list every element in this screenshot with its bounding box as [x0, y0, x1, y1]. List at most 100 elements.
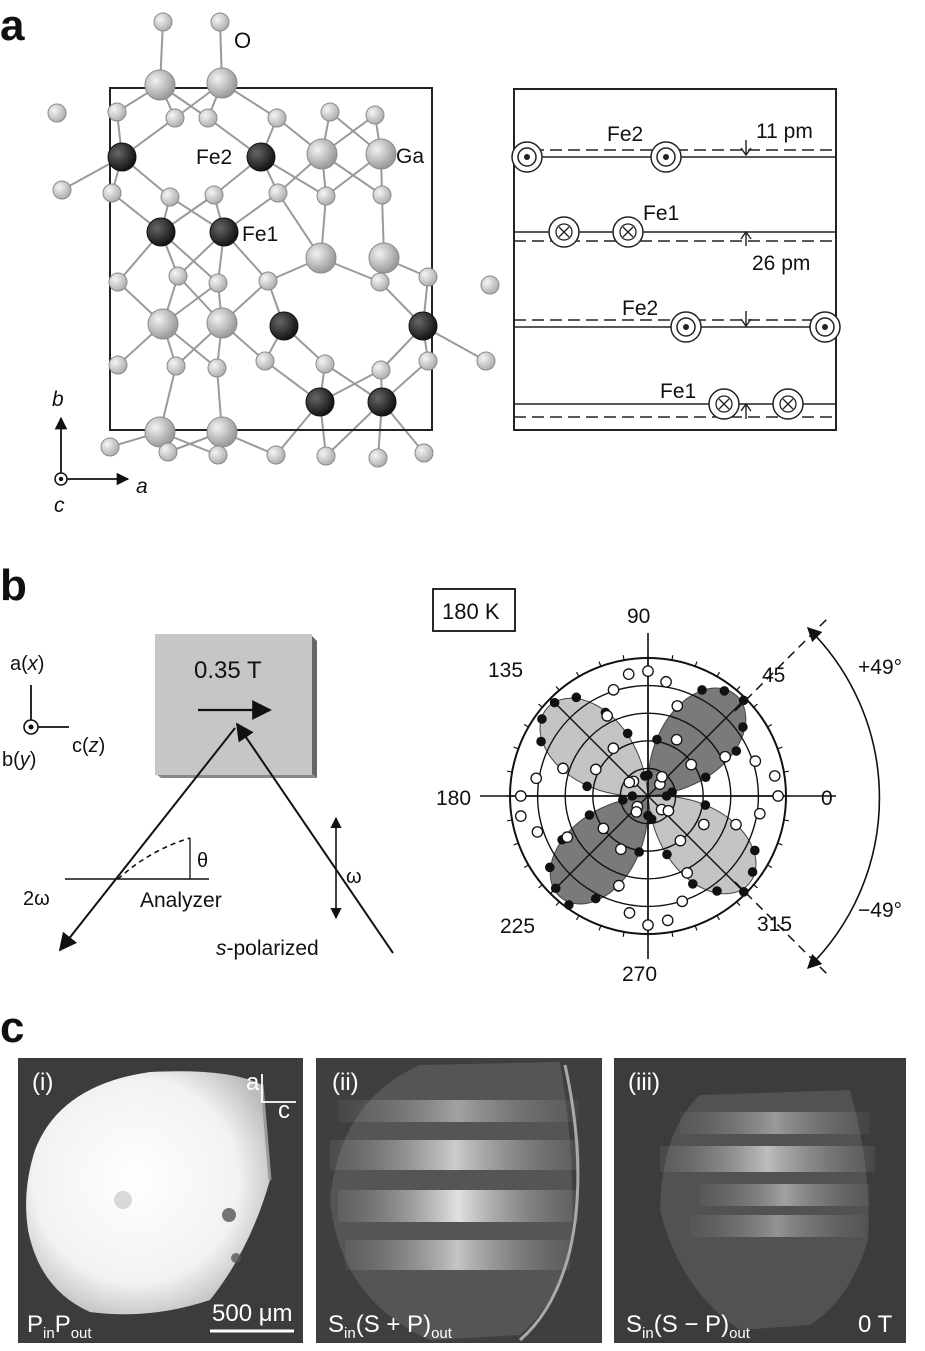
polar-tick: [736, 901, 741, 906]
ga-atom: [206, 67, 238, 99]
open-data-point: [531, 826, 544, 838]
scale-bar-label: 500 μm: [212, 1300, 293, 1327]
open-data-point: [597, 822, 610, 835]
polar-tick: [716, 915, 721, 921]
filled-data-point: [662, 849, 672, 860]
polar-tick: [575, 915, 580, 921]
open-data-point: [613, 879, 625, 892]
atoms: [47, 12, 500, 468]
image-3-overlay: (iii) Sin(S − P)out 0 T: [626, 1069, 893, 1342]
dot-marker: [650, 141, 682, 173]
ga-atom: [144, 69, 176, 101]
image-1-axis-c: c: [278, 1097, 290, 1124]
open-data-point: [681, 867, 694, 879]
open-data-point: [661, 914, 674, 927]
image-1-footer-p2: P: [55, 1311, 71, 1338]
open-data-points: [514, 665, 784, 931]
polar-tick: [753, 703, 758, 708]
polar-lobes: [539, 687, 757, 905]
open-data-point: [642, 665, 654, 677]
open-data-point: [719, 750, 731, 763]
angle-plus-label: +49°: [858, 656, 902, 679]
polar-plot: [480, 633, 836, 959]
displacement-diagram: Fe2 11 pm Fe1 26 pm Fe2 Fe1: [511, 88, 841, 431]
open-data-point: [671, 700, 684, 712]
image-2-roman: (ii): [332, 1069, 359, 1096]
polar-tick-270: 270: [622, 963, 657, 986]
filled-data-point: [564, 900, 574, 910]
polar-tick: [694, 661, 698, 667]
o-atom: [268, 183, 288, 203]
image-2-footer-mid: (S + P): [356, 1311, 431, 1338]
o-atom: [166, 356, 186, 376]
o-atom: [414, 443, 434, 463]
open-data-point: [622, 668, 635, 680]
open-data-point: [514, 790, 527, 802]
open-data-point: [730, 818, 742, 831]
image-1-footer-sub1: in: [43, 1325, 55, 1342]
axis-a-close: ): [38, 653, 45, 675]
beam-geometry: θ 2ω Analyzer ω s-polarized: [23, 722, 394, 960]
o-atom: [153, 12, 173, 32]
polar-lobe: [647, 795, 757, 895]
axis-label-b: b: [52, 388, 64, 411]
image-1-axis-a: a: [246, 1069, 260, 1096]
polar-tick: [598, 925, 602, 931]
polar-tick: [767, 723, 773, 728]
s-italic: s: [216, 937, 227, 960]
svg-text:Sin(S + P)out: Sin(S + P)out: [328, 1311, 453, 1342]
angle-annotation: +49° −49°: [734, 616, 902, 977]
open-data-point: [660, 676, 672, 688]
image-3-roman: (iii): [628, 1069, 660, 1096]
polar-tick: [736, 686, 741, 691]
image-2-overlay: (ii) Sin(S + P)out: [328, 1069, 453, 1342]
filled-data-point: [627, 791, 638, 801]
polar-tick: [753, 884, 758, 889]
filled-data-point: [750, 845, 760, 856]
open-data-point: [601, 710, 614, 722]
polar-tick: [555, 901, 560, 906]
filled-data-point: [700, 772, 711, 783]
polar-tick: [777, 746, 783, 750]
polar-tick: [622, 655, 625, 661]
axis-b-close: ): [30, 749, 37, 771]
polar-tick: [575, 671, 580, 677]
open-data-point: [514, 810, 527, 822]
label-fe1-upper: Fe1: [643, 202, 679, 225]
shift-arrow-up: [740, 230, 752, 246]
label-shift-26pm: 26 pm: [752, 252, 810, 275]
axes-indicator-a: b a c: [52, 388, 148, 517]
filled-data-point: [738, 722, 748, 732]
o-atom: [160, 187, 180, 207]
image-1-roman: (i): [32, 1069, 53, 1096]
image-1-footer-p1: P: [27, 1311, 43, 1338]
cross-marker: [772, 388, 804, 420]
sample-block: 0.35 T: [155, 634, 317, 778]
panel-label-c: c: [0, 1003, 24, 1052]
image-3-footer-mid: (S − P): [654, 1311, 729, 1338]
fe-atom: [107, 142, 137, 172]
filled-data-point: [622, 728, 633, 739]
o-atom: [266, 445, 286, 465]
o-atom: [108, 272, 128, 292]
polar-tick: [507, 770, 513, 773]
axis-label-c: c: [54, 494, 65, 517]
dot-marker: [511, 141, 543, 173]
polar-tick: [777, 842, 783, 846]
field-label: 0.35 T: [194, 657, 262, 684]
o-atom: [100, 437, 120, 457]
polar-tick: [671, 931, 674, 937]
polar-tick: [598, 661, 602, 667]
o-atom: [158, 442, 178, 462]
o-atom: [418, 267, 438, 287]
ga-atom: [144, 416, 176, 448]
panel-label-a: a: [0, 1, 25, 50]
open-data-point: [768, 770, 781, 782]
fe-atom: [408, 311, 438, 341]
o-atom: [368, 448, 388, 468]
filled-data-point: [747, 867, 758, 877]
o-atom: [108, 355, 128, 375]
polar-tick-0: 0: [821, 787, 833, 810]
atom-label-fe1: Fe1: [242, 223, 278, 246]
filled-data-point: [584, 810, 595, 820]
